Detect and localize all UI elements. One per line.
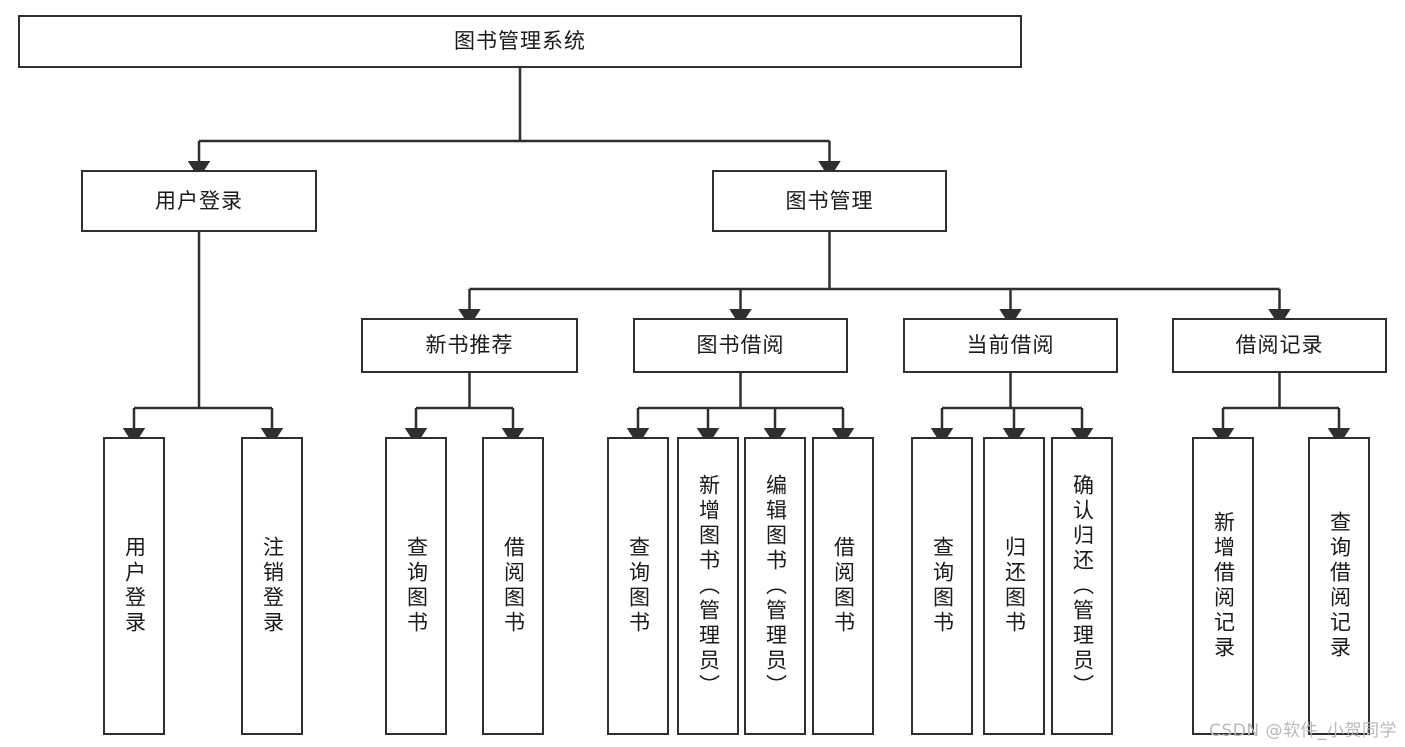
- node-label: 编辑图书（管理员）: [763, 473, 788, 699]
- node-book-manage[interactable]: 图书管理: [712, 170, 947, 232]
- node-label: 借阅图书: [501, 536, 526, 636]
- node-label: 用户登录: [122, 536, 147, 636]
- node-label: 用户登录: [155, 188, 243, 213]
- node-label: 确认归还（管理员）: [1070, 473, 1095, 699]
- node-label: 新增借阅记录: [1211, 511, 1236, 661]
- node-borrow-record[interactable]: 借阅记录: [1172, 318, 1387, 373]
- node-leaf-borrow-edit-book[interactable]: 编辑图书（管理员）: [744, 437, 806, 735]
- node-leaf-recommend-borrow-book[interactable]: 借阅图书: [482, 437, 544, 735]
- node-label: 借阅图书: [831, 536, 856, 636]
- node-label: 图书借阅: [696, 333, 785, 357]
- node-leaf-record-query[interactable]: 查询借阅记录: [1308, 437, 1370, 735]
- node-leaf-recommend-query-book[interactable]: 查询图书: [385, 437, 447, 735]
- node-label: 注销登录: [260, 536, 285, 636]
- node-leaf-current-return-book[interactable]: 归还图书: [983, 437, 1045, 735]
- node-label: 新增图书（管理员）: [696, 473, 721, 699]
- node-leaf-current-query-book[interactable]: 查询图书: [911, 437, 973, 735]
- node-leaf-user-login[interactable]: 用户登录: [103, 437, 165, 735]
- node-book-borrow[interactable]: 图书借阅: [633, 318, 848, 373]
- node-new-book-recommend[interactable]: 新书推荐: [361, 318, 578, 373]
- node-leaf-borrow-borrow-book[interactable]: 借阅图书: [812, 437, 874, 735]
- node-label: 归还图书: [1002, 536, 1027, 636]
- node-label: 查询图书: [626, 536, 651, 636]
- node-leaf-borrow-query-book[interactable]: 查询图书: [607, 437, 669, 735]
- node-label: 当前借阅: [966, 333, 1055, 357]
- node-label: 查询图书: [930, 536, 955, 636]
- node-leaf-borrow-add-book[interactable]: 新增图书（管理员）: [677, 437, 739, 735]
- node-label: 查询借阅记录: [1327, 511, 1352, 661]
- node-label: 借阅记录: [1235, 333, 1324, 357]
- node-label: 图书管理系统: [454, 29, 586, 53]
- node-root[interactable]: 图书管理系统: [18, 15, 1022, 68]
- node-label: 图书管理: [785, 188, 874, 213]
- node-leaf-user-logout[interactable]: 注销登录: [241, 437, 303, 735]
- node-label: 查询图书: [404, 536, 429, 636]
- node-leaf-record-add[interactable]: 新增借阅记录: [1192, 437, 1254, 735]
- node-user-login[interactable]: 用户登录: [81, 170, 317, 232]
- node-label: 新书推荐: [425, 333, 514, 357]
- node-leaf-current-confirm-return[interactable]: 确认归还（管理员）: [1051, 437, 1113, 735]
- node-current-borrow[interactable]: 当前借阅: [903, 318, 1118, 373]
